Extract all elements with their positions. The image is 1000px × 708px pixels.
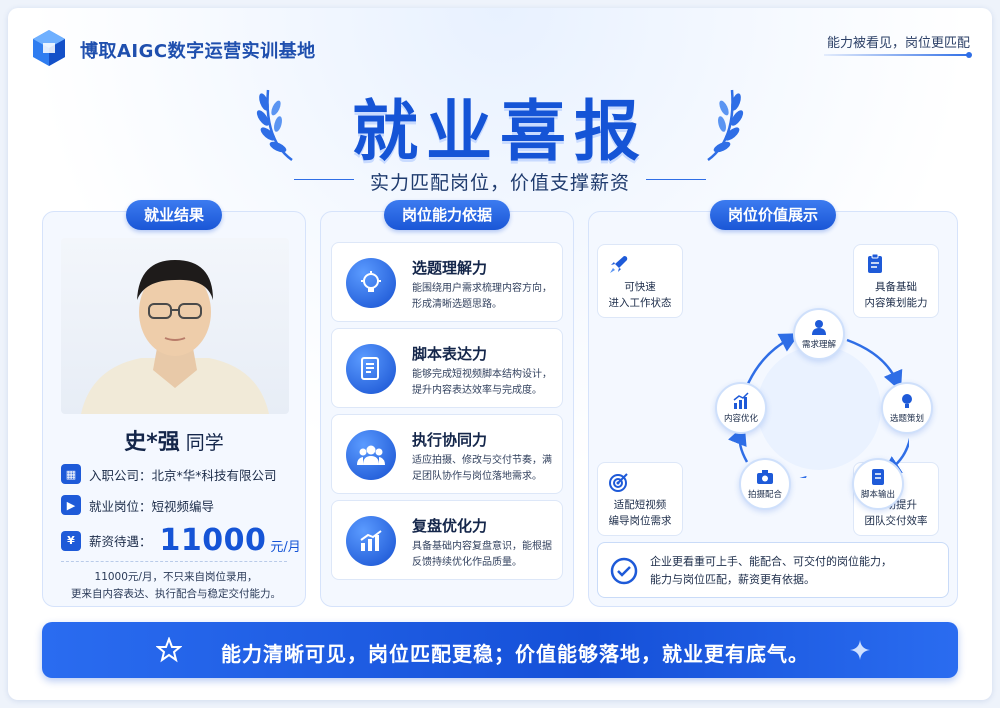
position-row: ▶ 就业岗位： 短视频编导 — [61, 495, 214, 515]
subtitle-line-left — [294, 179, 354, 180]
cycle-node: 内容优化 — [715, 382, 767, 434]
company-label: 入职公司： — [89, 467, 152, 483]
ability-card: 执行协同力 适应拍摄、修改与交付节奏，满足团队协作与岗位落地需求。 — [331, 414, 563, 494]
ability-title: 脚本表达力 — [412, 345, 488, 363]
value-corner-text: 具备基础 内容策划能力 — [858, 279, 934, 311]
slogan-underline — [824, 54, 970, 56]
ability-card: 复盘优化力 具备基础内容复盘意识，能根据反馈持续优化作品质量。 — [331, 500, 563, 580]
position-label: 就业岗位： — [89, 498, 152, 514]
company-row: ▦ 入职公司： 北京*华*科技有限公司 — [61, 464, 277, 484]
position-value: 短视频编导 — [151, 498, 215, 514]
yen-icon: ¥ — [61, 530, 81, 551]
subtitle-line-right — [646, 179, 706, 180]
cycle-node: 选题策划 — [881, 382, 933, 434]
page-title: 就业喜报 — [352, 93, 648, 170]
result-divider — [61, 561, 287, 562]
poster: 博取AIGC数字运营实训基地 能力被看见，岗位更匹配 就业喜报 实力匹配岗位，价… — [8, 8, 992, 700]
value-corner-line2: 内容策划能力 — [864, 297, 928, 309]
value-corner-text: 可快速 进入工作状态 — [602, 279, 678, 311]
ability-card: 选题理解力 能围绕用户需求梳理内容方向，形成清晰选题思路。 — [331, 242, 563, 322]
document-icon — [346, 344, 396, 394]
value-corner: 具备基础 内容策划能力 — [853, 244, 939, 318]
value-corner-line1: 具备基础 — [875, 281, 917, 293]
cycle-node: 拍摄配合 — [739, 458, 791, 510]
result-note-line2: 更来自内容表达、执行配合与稳定交付能力。 — [71, 588, 281, 600]
brand-logo-icon — [33, 30, 65, 66]
ability-title: 复盘优化力 — [412, 517, 488, 535]
footer-banner: 能力清晰可见，岗位匹配更稳；价值能够落地，就业更有底气。 — [42, 622, 958, 678]
ability-desc: 能够完成短视频脚本结构设计，提升内容表达效率与完成度。 — [412, 369, 552, 396]
ability-card: 脚本表达力 能够完成短视频脚本结构设计，提升内容表达效率与完成度。 — [331, 328, 563, 408]
ability-title: 执行协同力 — [412, 431, 488, 449]
building-icon: ▦ — [61, 464, 81, 484]
user-icon — [812, 320, 826, 335]
cycle-node-label: 拍摄配合 — [747, 490, 782, 500]
target-icon — [609, 473, 628, 492]
document-icon — [872, 469, 884, 485]
abilities-panel: 岗位能力依据 选题理解力 能围绕用户需求梳理内容方向，形成清晰选题思路。 脚本表… — [320, 200, 574, 607]
value-corner-line2: 编导岗位需求 — [608, 515, 672, 527]
company-value: 北京*华*科技有限公司 — [151, 467, 277, 483]
rocket-icon — [610, 256, 628, 273]
student-name-text: 史*强 — [124, 430, 180, 455]
value-corner-line2: 进入工作状态 — [608, 297, 672, 309]
cycle-node: 需求理解 — [793, 308, 845, 360]
student-name-suffix: 同学 — [185, 432, 224, 454]
sparkle-icon — [850, 640, 870, 660]
check-circle-icon — [610, 557, 638, 585]
value-summary: 企业更看重可上手、能配合、可交付的岗位能力， 能力与岗位匹配，薪资更有依据。 — [597, 542, 949, 598]
value-summary-text: 企业更看重可上手、能配合、可交付的岗位能力， 能力与岗位匹配，薪资更有依据。 — [650, 553, 940, 589]
salary-value: 11000 — [159, 523, 267, 558]
laurel-right-icon — [707, 89, 744, 162]
cycle-node-label: 内容优化 — [723, 414, 758, 424]
salary-row: ¥ 薪资待遇： 11000 元/月 — [61, 523, 301, 558]
cycle-node-label: 选题策划 — [889, 414, 924, 424]
cycle-arrows-icon — [728, 333, 909, 478]
ability-desc: 具备基础内容复盘意识，能根据反馈持续优化作品质量。 — [412, 541, 552, 568]
cycle-node-label: 需求理解 — [801, 340, 836, 350]
camera-icon — [757, 470, 773, 484]
cycle-node-label: 脚本输出 — [860, 490, 895, 500]
brand-name: 博取AIGC数字运营实训基地 — [80, 41, 316, 62]
student-portrait-icon — [81, 260, 269, 414]
lightbulb-icon — [902, 394, 912, 408]
employment-result-panel: 就业结果 史*强同学 ▦ 入职公司： 北京*华*科技有限公司 ▶ 就业岗位： — [42, 200, 306, 607]
ability-title: 选题理解力 — [412, 259, 488, 277]
slogan-dot — [966, 52, 972, 58]
value-corner: 可快速 进入工作状态 — [597, 244, 683, 318]
lightbulb-icon — [346, 258, 396, 308]
value-corner-text: 适配短视频 编导岗位需求 — [602, 497, 678, 529]
employment-result-title: 就业结果 — [125, 200, 223, 230]
footer-text: 能力清晰可见，岗位匹配更稳；价值能够落地，就业更有底气。 — [221, 642, 809, 666]
value-cycle: 需求理解 选题策划 脚本输出 拍摄配合 内容优化 — [649, 258, 933, 510]
team-icon — [346, 430, 396, 480]
value-summary-line1: 企业更看重可上手、能配合、可交付的岗位能力， — [650, 555, 892, 568]
ability-desc: 适应拍摄、修改与交付节奏，满足团队协作与岗位落地需求。 — [412, 455, 552, 482]
salary-label: 薪资待遇： — [89, 534, 152, 549]
salary-unit: 元/月 — [270, 540, 301, 555]
value-corner-line1: 适配短视频 — [613, 499, 667, 511]
abilities-title: 岗位能力依据 — [383, 200, 511, 230]
value-corner: 适配短视频 编导岗位需求 — [597, 462, 683, 536]
result-note: 11000元/月，不只来自岗位录用， 更来自内容表达、执行配合与稳定交付能力。 — [57, 569, 295, 603]
chart-icon — [733, 392, 749, 409]
clipboard-icon — [868, 253, 882, 273]
star-icon — [156, 637, 182, 663]
value-panel: 岗位价值展示 可快速 进入工作状态 具备基础 内容策划能力 适配短视频 编导岗位… — [588, 200, 958, 607]
cycle-node: 脚本输出 — [852, 458, 904, 510]
page-subtitle: 实力匹配岗位，价值支撑薪资 — [369, 172, 630, 194]
laurel-left-icon — [256, 89, 293, 162]
student-photo — [61, 238, 289, 414]
ability-desc: 能围绕用户需求梳理内容方向，形成清晰选题思路。 — [412, 283, 552, 310]
value-corner-line2: 团队交付效率 — [864, 515, 928, 527]
video-camera-icon: ▶ — [61, 495, 81, 515]
slogan: 能力被看见，岗位更匹配 — [826, 36, 970, 51]
value-title: 岗位价值展示 — [709, 200, 837, 230]
chart-icon — [346, 516, 396, 566]
student-name: 史*强同学 — [43, 424, 305, 456]
value-summary-line2: 能力与岗位匹配，薪资更有依据。 — [650, 573, 815, 586]
result-note-line1: 11000元/月，不只来自岗位录用， — [94, 571, 258, 583]
value-corner-line1: 可快速 — [624, 281, 656, 293]
